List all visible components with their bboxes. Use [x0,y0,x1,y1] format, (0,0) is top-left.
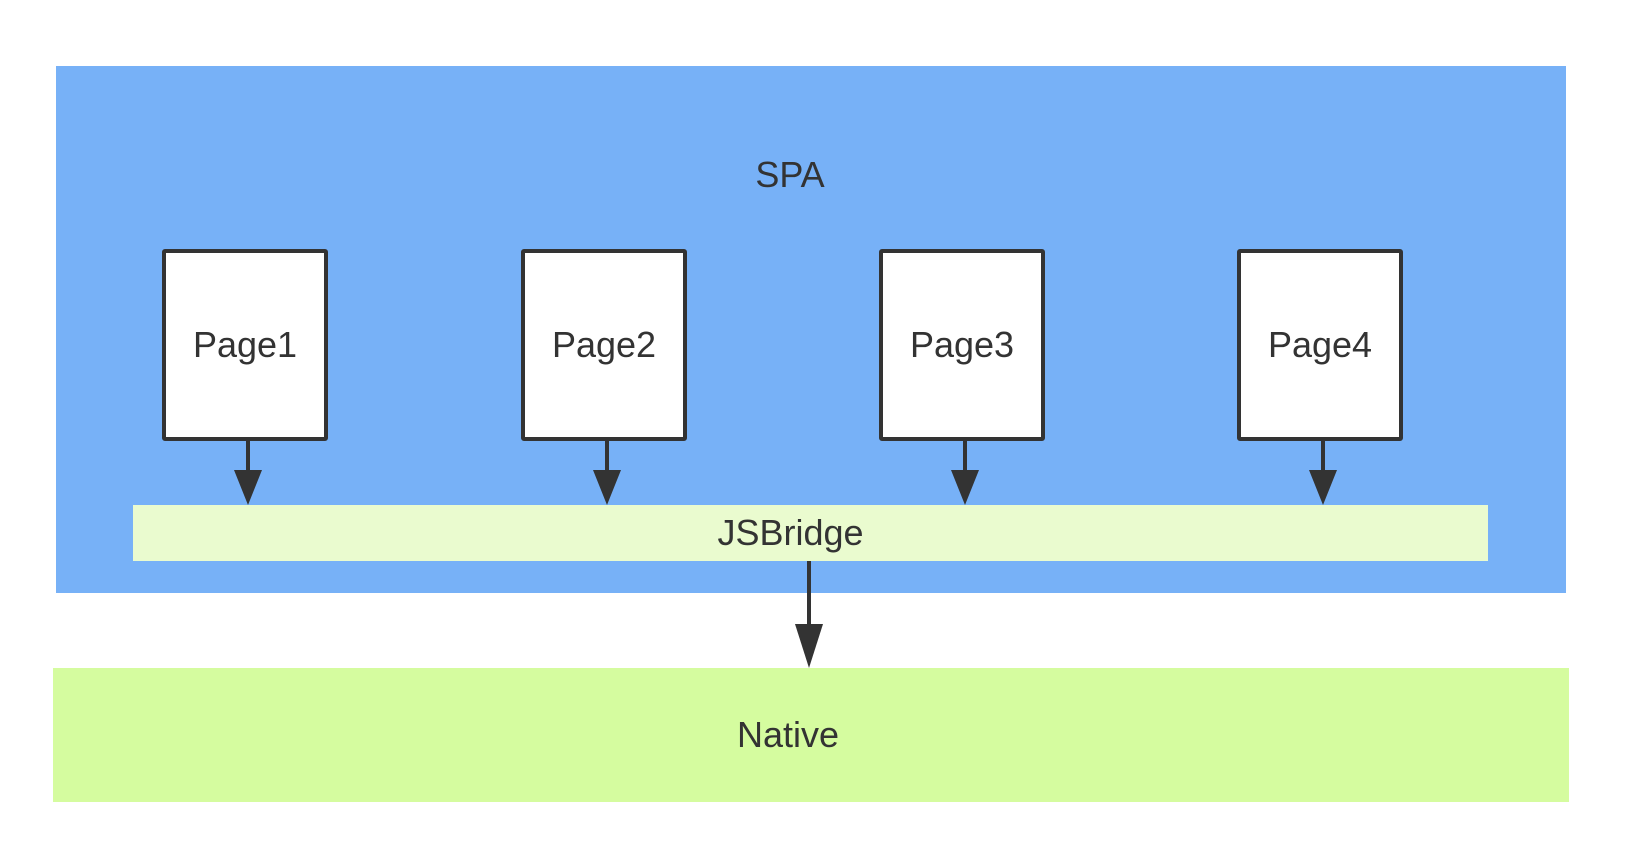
page2-label: Page2 [551,324,657,365]
page2-box: Page2 [521,249,687,441]
page3-box: Page3 [879,249,1045,441]
native-label: Native [736,714,840,755]
page4-box: Page4 [1237,249,1403,441]
native-layer: Native [53,668,1569,802]
page1-box: Page1 [162,249,328,441]
jsbridge-label: JSBridge [717,512,864,553]
page4-label: Page4 [1267,324,1373,365]
spa-label: SPA [755,154,825,195]
page3-label: Page3 [909,324,1015,365]
jsbridge-bar: JSBridge [133,505,1488,561]
page1-label: Page1 [192,324,298,365]
